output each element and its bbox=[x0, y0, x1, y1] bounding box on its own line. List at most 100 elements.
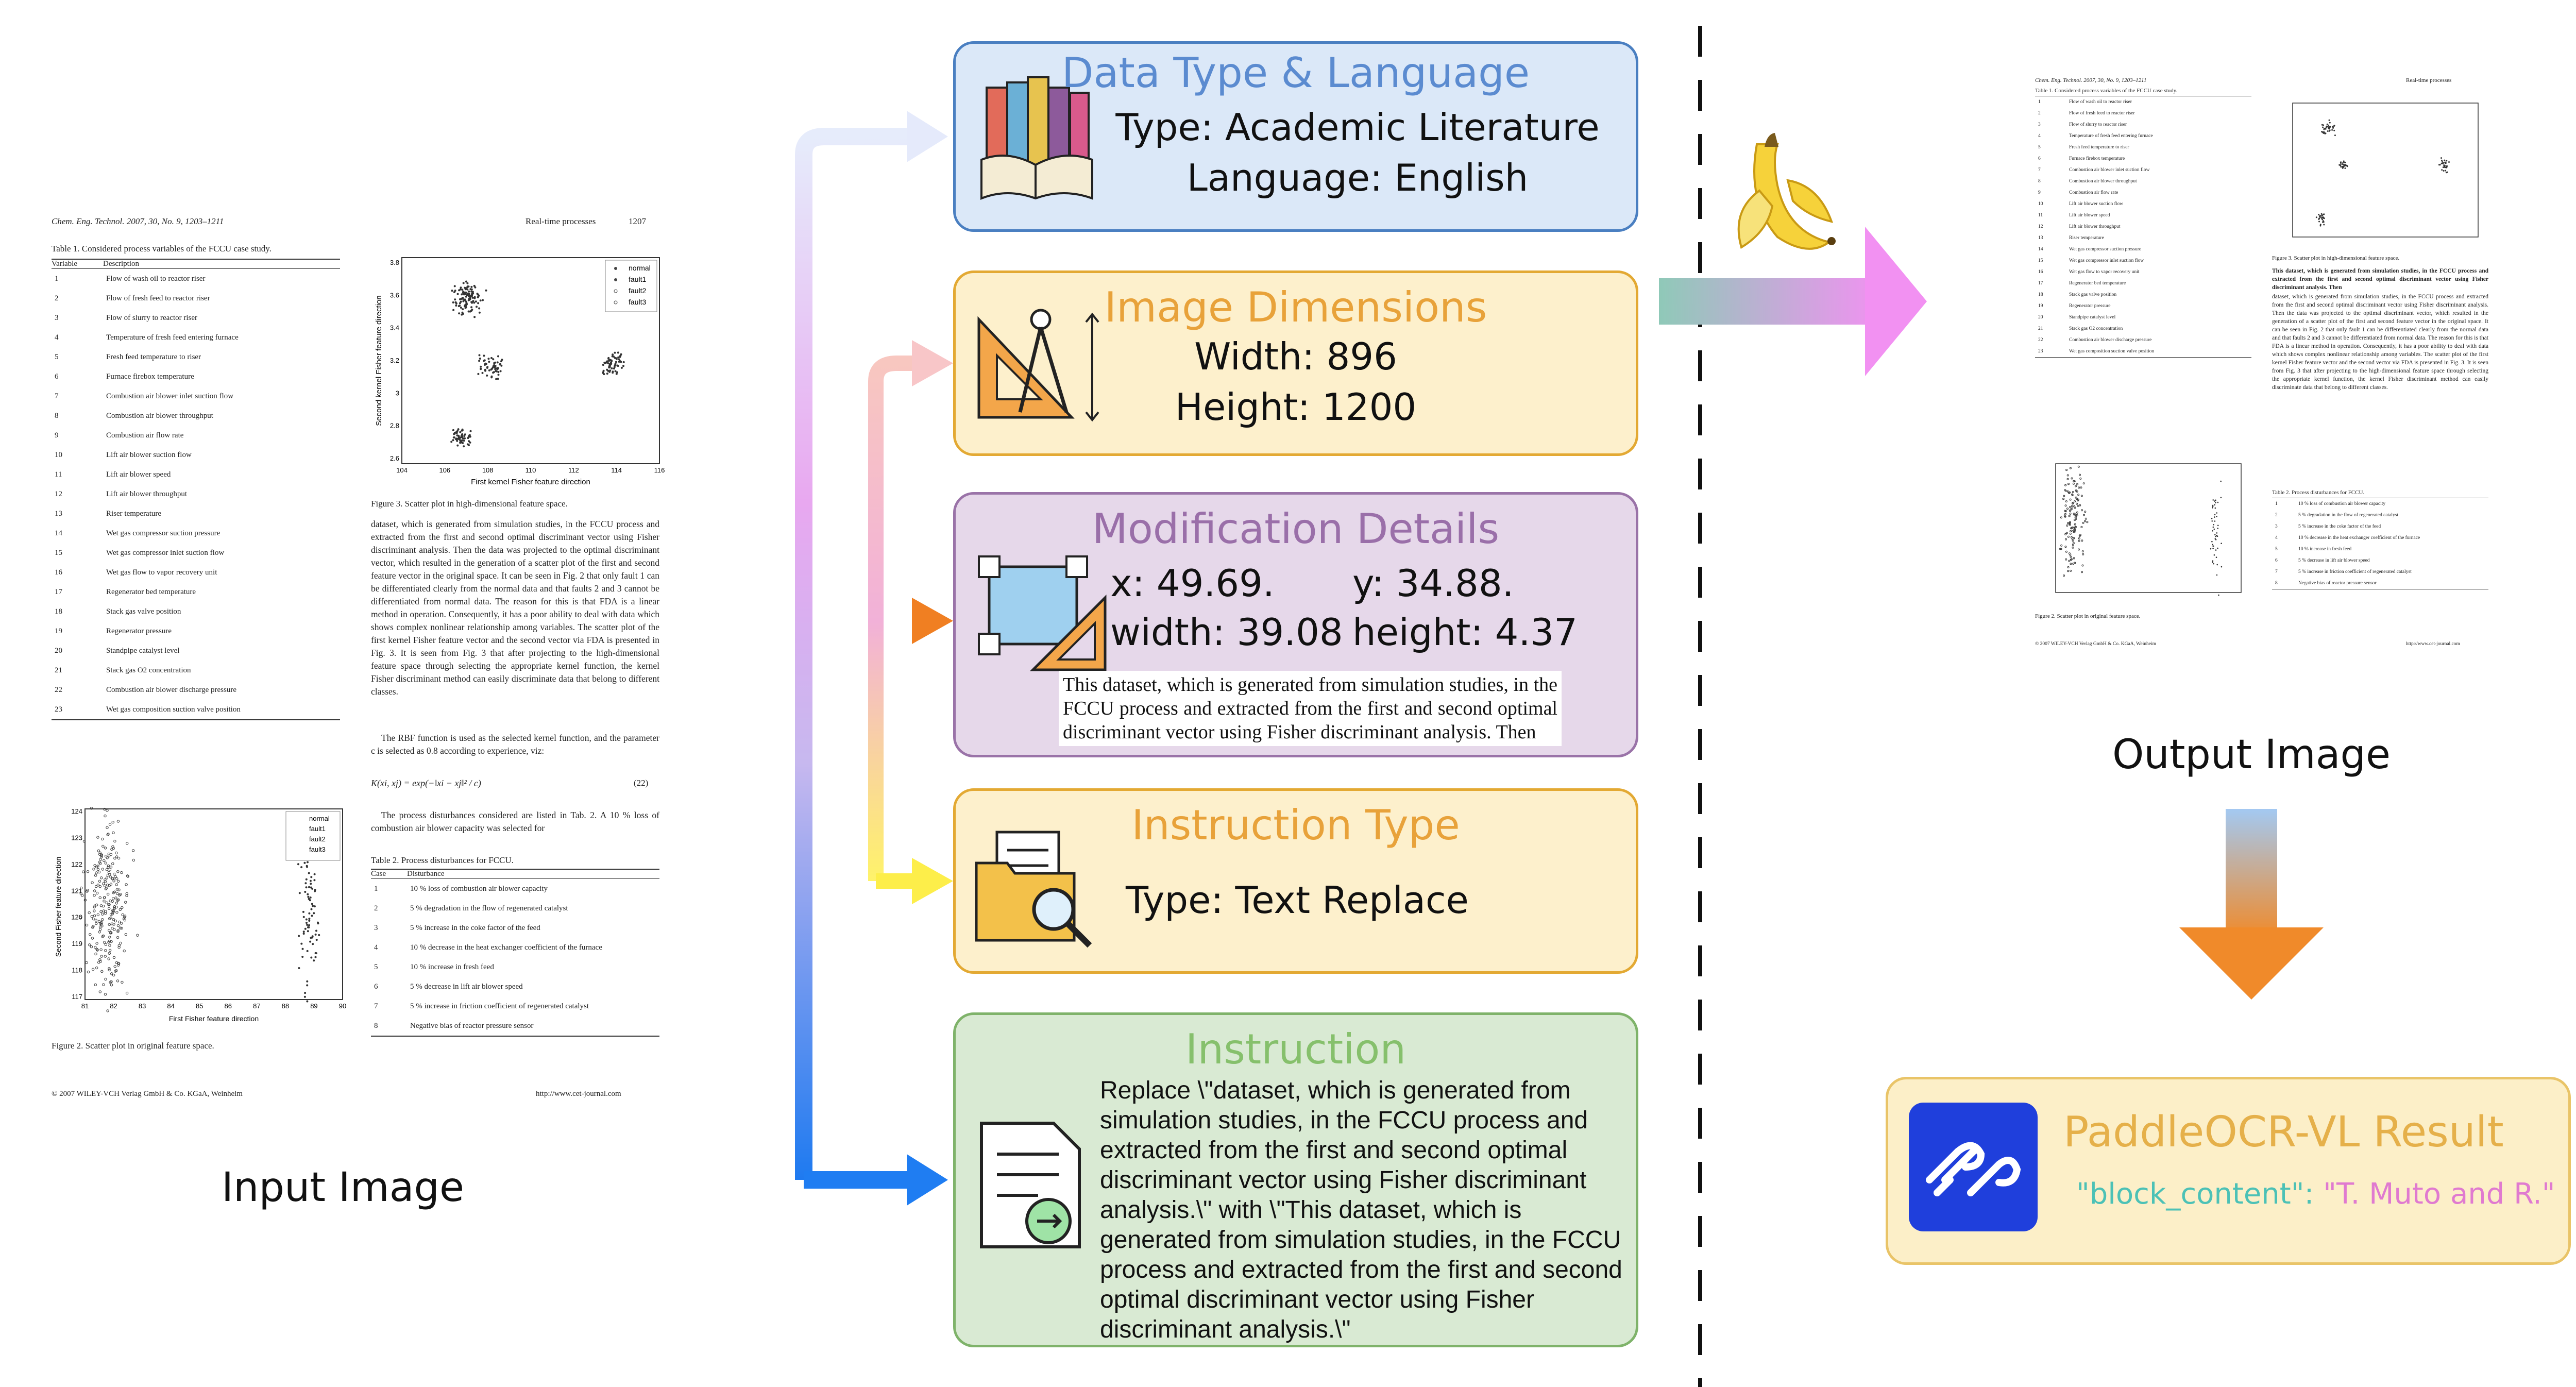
scatter-point bbox=[306, 980, 309, 983]
scatter-point bbox=[2322, 220, 2324, 222]
scatter-point bbox=[100, 876, 103, 879]
scatter-point bbox=[2329, 122, 2331, 124]
legend-fault1: fault1 bbox=[629, 275, 646, 283]
scatter-point bbox=[2340, 166, 2342, 168]
table-cell-text: Wet gas compressor inlet suction flow bbox=[2069, 258, 2144, 263]
scatter-point bbox=[117, 962, 121, 965]
table-cell-id: 15 bbox=[2038, 258, 2043, 263]
table-cell-text: Regenerator pressure bbox=[106, 627, 172, 635]
y-tick-label: 123 bbox=[71, 834, 82, 841]
scatter-point bbox=[2068, 560, 2071, 562]
mod-y: y: 34.88. bbox=[1352, 562, 1514, 605]
scatter-point bbox=[2077, 494, 2080, 496]
scatter-point bbox=[111, 900, 114, 903]
scatter-point bbox=[468, 290, 470, 293]
scatter-point bbox=[2321, 216, 2324, 218]
scatter-point bbox=[2216, 532, 2218, 534]
fig2-legend-normal: normal bbox=[309, 815, 330, 822]
scatter-point bbox=[456, 444, 459, 447]
scatter-point bbox=[2066, 474, 2069, 477]
scatter-point bbox=[2212, 526, 2214, 528]
geometry-icon bbox=[978, 555, 1107, 671]
scatter-point bbox=[459, 305, 461, 307]
scatter-point bbox=[466, 282, 469, 284]
scatter-point bbox=[483, 354, 485, 357]
scatter-point bbox=[2319, 225, 2321, 227]
table-cell-id: 16 bbox=[55, 568, 62, 577]
table-row: 12 Lift air blower throughput bbox=[2035, 221, 2251, 232]
scatter-point bbox=[497, 355, 499, 358]
table-row: 19 Regenerator pressure bbox=[52, 621, 340, 641]
scatter-point bbox=[2441, 162, 2443, 164]
table-cell-text: 10 % decrease in the heat exchanger coef… bbox=[410, 943, 602, 952]
scatter-point bbox=[611, 360, 613, 362]
arrow-down-head bbox=[2179, 927, 2324, 1000]
scatter-point bbox=[313, 905, 316, 908]
out-fig2-plot bbox=[2055, 463, 2242, 596]
scatter-point bbox=[2441, 157, 2442, 159]
scatter-point bbox=[2069, 491, 2071, 494]
table-cell-text: Lift air blower throughput bbox=[2069, 224, 2121, 229]
scatter-point bbox=[462, 292, 464, 294]
scatter-point bbox=[111, 926, 114, 930]
legend-normal: normal bbox=[629, 264, 651, 272]
scatter-point bbox=[300, 942, 303, 945]
scatter-point bbox=[100, 924, 104, 927]
scatter-point bbox=[487, 358, 490, 360]
scatter-point bbox=[116, 979, 120, 983]
scatter-point bbox=[86, 870, 90, 873]
scatter-point bbox=[92, 868, 95, 871]
scatter-point bbox=[471, 296, 474, 299]
scatter-point bbox=[2322, 126, 2324, 128]
scatter-point bbox=[464, 433, 466, 436]
scatter-point bbox=[108, 949, 112, 952]
scatter-point bbox=[453, 285, 456, 287]
table-cell-text: 5 % decrease in lift air blower speed bbox=[2298, 558, 2370, 563]
table-cell-id: 12 bbox=[2038, 224, 2043, 229]
scatter-point bbox=[88, 911, 91, 915]
scatter-point bbox=[2441, 159, 2443, 161]
scatter-point bbox=[2075, 489, 2077, 492]
fig2-frame bbox=[84, 808, 343, 1000]
scatter-point bbox=[114, 875, 117, 878]
scatter-point bbox=[310, 886, 312, 889]
out-fig3-caption: Figure 3. Scatter plot in high-dimension… bbox=[2272, 255, 2400, 261]
scatter-point bbox=[2080, 486, 2082, 489]
table-cell-id: 10 bbox=[55, 450, 62, 459]
scatter-point bbox=[478, 311, 481, 314]
scatter-point bbox=[606, 368, 608, 371]
scatter-point bbox=[2340, 163, 2342, 165]
scatter-point bbox=[472, 300, 474, 302]
scatter-point bbox=[460, 286, 462, 289]
scatter-point bbox=[125, 883, 128, 886]
scatter-point bbox=[94, 945, 97, 949]
scatter-point bbox=[622, 365, 624, 367]
instruction-text: Replace \"dataset, which is generated fr… bbox=[1100, 1077, 1622, 1343]
table-cell-id: 19 bbox=[55, 627, 62, 635]
scatter-point bbox=[2067, 570, 2070, 572]
scatter-point bbox=[117, 961, 120, 965]
scatter-point bbox=[455, 302, 457, 305]
scatter-point bbox=[2075, 485, 2077, 487]
scatter-point bbox=[2081, 509, 2083, 512]
scatter-point bbox=[2068, 515, 2071, 517]
scatter-point bbox=[101, 934, 105, 938]
scatter-point bbox=[112, 847, 115, 850]
scatter-point bbox=[2076, 502, 2078, 505]
scatter-point bbox=[2081, 550, 2084, 553]
scatter-point bbox=[2215, 549, 2217, 551]
scatter-point bbox=[302, 933, 305, 935]
x-tick-label: 104 bbox=[396, 466, 408, 474]
y-tick-label: 120 bbox=[71, 914, 82, 921]
scatter-point bbox=[2210, 548, 2212, 550]
scatter-point bbox=[2323, 132, 2325, 134]
scatter-point bbox=[2086, 521, 2089, 523]
